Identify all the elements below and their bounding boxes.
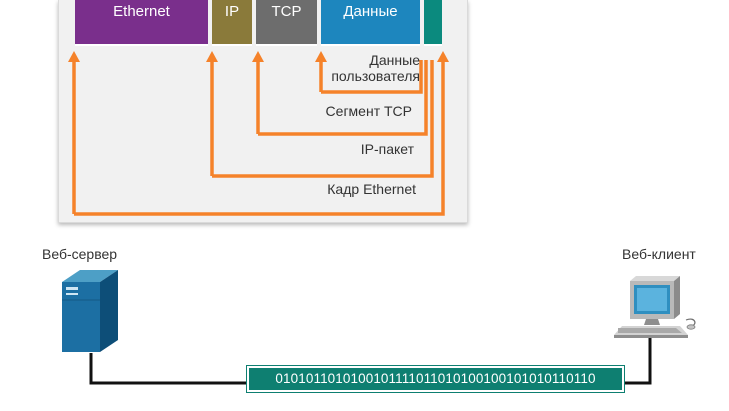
bitstream: 0101011010100101111011010100100101010110… — [246, 365, 625, 393]
segment-data-label: Данные — [343, 2, 398, 20]
computer-icon — [614, 276, 696, 338]
label-ethernet-frame: Кадр Ethernet — [327, 181, 416, 197]
segment-data: Данные — [321, 0, 420, 46]
arrowhead-ethernet-frame — [68, 51, 80, 62]
server-label: Веб-сервер — [42, 246, 118, 262]
label-tcp-segment: Сегмент TCP — [325, 103, 412, 119]
segment-ip-header: IP — [212, 0, 252, 46]
server-icon — [62, 270, 118, 352]
arrowhead-trailer — [437, 51, 449, 62]
arrowhead-tcp-segment — [252, 51, 264, 62]
segment-ethernet-header: Ethernet — [75, 0, 208, 46]
arrowhead-user-data — [315, 51, 327, 62]
arrow-user-data — [319, 60, 423, 94]
segment-tcp-header: TCP — [256, 0, 317, 46]
arrowhead-ip-packet — [206, 51, 218, 62]
segment-ethernet-label: Ethernet — [113, 2, 170, 20]
arrow-ethernet-frame — [72, 60, 445, 216]
label-ip-packet: IP-пакет — [360, 141, 414, 157]
segment-ethernet-trailer — [424, 0, 442, 46]
segment-ip-label: IP — [224, 2, 240, 20]
arrow-ip-packet — [210, 60, 434, 178]
label-user-data: Данные пользователя — [331, 52, 420, 84]
arrow-tcp-segment — [256, 60, 428, 136]
segment-tcp-label: TCP — [271, 2, 302, 20]
client-label: Веб-клиент — [622, 246, 696, 262]
